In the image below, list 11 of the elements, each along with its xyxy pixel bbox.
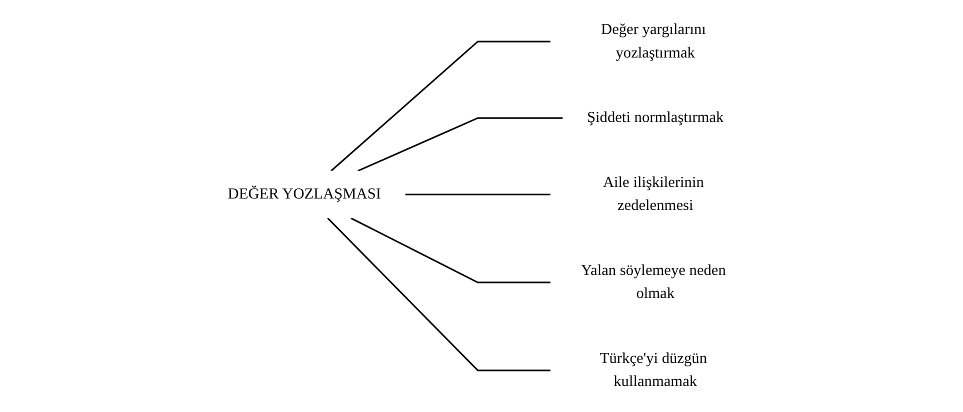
node-text: Yalan söylemeye neden olmak xyxy=(580,262,726,302)
connector xyxy=(357,117,562,172)
node-text: Şiddeti normlaştırmak xyxy=(586,108,724,126)
connector xyxy=(330,40,550,172)
node-text: Aile ilişkilerinin zedelenmesi xyxy=(602,174,704,214)
connector xyxy=(350,217,550,284)
node-text: Değer yargılarını yozlaştırmak xyxy=(600,20,706,61)
connector xyxy=(404,194,550,196)
node-text: DEĞER YOZLAŞMASI xyxy=(227,185,381,202)
connector xyxy=(326,218,550,372)
node-text: Türkçe'yi düzgün kullanmamak xyxy=(599,350,707,390)
